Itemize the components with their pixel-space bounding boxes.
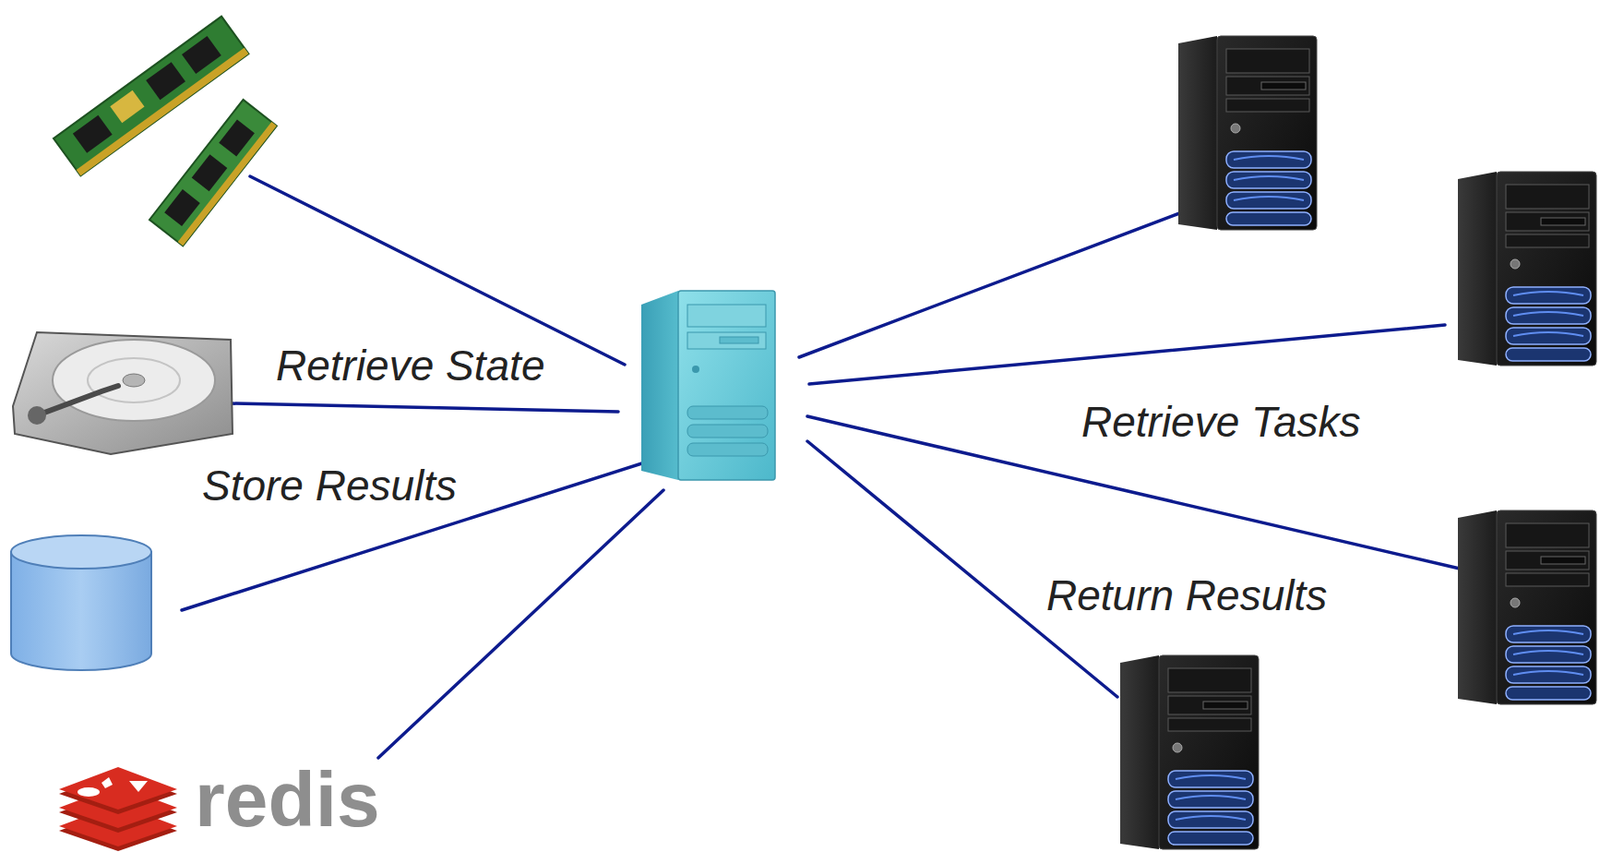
- logo-wordmark: redis: [194, 760, 381, 838]
- flow-label: Retrieve Tasks: [1081, 397, 1362, 447]
- hard-disk: [12, 332, 233, 454]
- central-server: [641, 290, 776, 480]
- database-cylinder: [11, 535, 152, 670]
- link-lines: [181, 176, 1460, 758]
- flow-label: Return Results: [1046, 571, 1327, 621]
- flow-label: Store Results: [202, 461, 457, 511]
- flow-label: Retrieve State: [275, 341, 545, 391]
- ram-modules: [53, 16, 277, 247]
- redis-icon: [59, 766, 178, 851]
